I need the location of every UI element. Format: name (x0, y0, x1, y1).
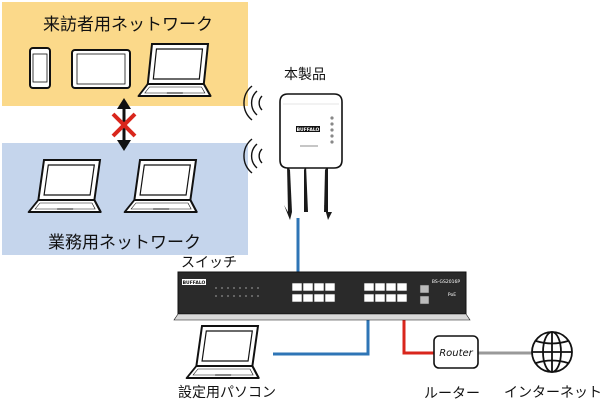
access-point-device: BUFFALO (279, 93, 343, 220)
access-point-label: 本製品 (284, 67, 326, 83)
router-box-text: Router (439, 348, 473, 359)
switch-poe-label: PoE (448, 292, 456, 298)
internet-label: インターネット (504, 385, 600, 401)
access-point-brand: BUFFALO (297, 127, 320, 133)
smartphone-icon (29, 47, 51, 89)
switch-device: BUFFALO BS-GS2016P PoE (173, 271, 471, 321)
router-label: ルーター (424, 386, 480, 402)
business-network-label: 業務用ネットワーク (48, 233, 201, 253)
blocked-x-icon (111, 112, 137, 138)
switch-label: スイッチ (181, 255, 237, 271)
setup-pc-laptop-icon (185, 324, 268, 380)
tablet-icon (71, 49, 131, 89)
wifi-signal-icon (243, 85, 263, 121)
globe-icon (531, 331, 573, 373)
switch-model: BS-GS2016P (432, 279, 460, 285)
router-device: Router (433, 335, 479, 369)
setup-pc-label: 設定用パソコン (178, 385, 276, 401)
switch-brand: BUFFALO (183, 280, 206, 286)
wifi-signal-icon (243, 138, 263, 174)
guest-network-label: 来訪者用ネットワーク (43, 15, 213, 35)
